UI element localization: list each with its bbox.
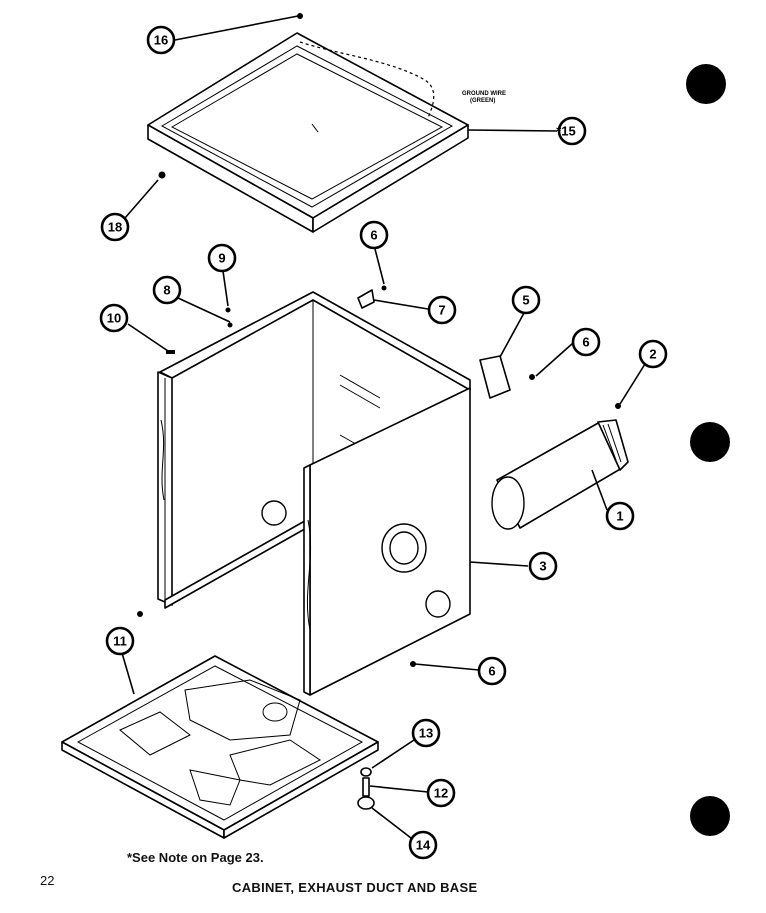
svg-text:16: 16: [154, 33, 168, 48]
base-panel: [61, 655, 379, 839]
callout-3: 3: [528, 551, 558, 581]
callout-9: 9: [207, 243, 237, 273]
svg-text:(GREEN): (GREEN): [470, 98, 495, 104]
svg-text:2: 2: [649, 347, 656, 362]
svg-text:10: 10: [107, 311, 121, 326]
bracket: [479, 355, 511, 399]
svg-text:13: 13: [419, 726, 433, 741]
svg-text:12: 12: [434, 786, 448, 801]
callout-10: 10: [99, 303, 129, 333]
binder-hole-top: [686, 64, 726, 104]
screws: [137, 13, 621, 667]
svg-text:6: 6: [488, 664, 495, 679]
callout-11: 11: [105, 626, 135, 656]
callout-8: 8: [152, 275, 182, 305]
svg-text:7: 7: [438, 303, 445, 318]
callout-6-bottom: 6: [477, 656, 507, 686]
binder-hole-bottom: [690, 796, 730, 836]
svg-text:6: 6: [370, 228, 377, 243]
callout-15: *15: [556, 116, 587, 146]
svg-text:8: 8: [163, 283, 170, 298]
page-caption: CABINET, EXHAUST DUCT AND BASE: [232, 880, 478, 895]
callout-2: 2: [638, 339, 668, 369]
callout-13: 13: [411, 718, 441, 748]
svg-text:11: 11: [113, 634, 127, 649]
svg-text:18: 18: [108, 220, 122, 235]
callout-1: 1: [605, 501, 635, 531]
exhaust-duct: [491, 419, 629, 530]
callout-6-mid: 6: [571, 327, 601, 357]
svg-text:6: 6: [582, 335, 589, 350]
top-panel: [147, 32, 469, 233]
page-number: 22: [40, 873, 55, 888]
callout-5: 5: [511, 285, 541, 315]
leader-lines: [121, 15, 646, 839]
svg-text:1: 1: [616, 509, 623, 524]
callout-14: 14: [408, 830, 438, 860]
callout-12: 12: [426, 778, 456, 808]
callout-7: 7: [427, 295, 457, 325]
callout-16: 16: [146, 25, 176, 55]
binder-hole-middle: [690, 422, 730, 462]
cabinet: [157, 291, 471, 696]
leveling-foot-hardware: [357, 767, 375, 810]
callout-18: 18: [100, 212, 130, 242]
callout-6-top: 6: [359, 220, 389, 250]
footnote: *See Note on Page 23.: [127, 850, 264, 865]
svg-text:3: 3: [539, 559, 546, 574]
svg-text:5: 5: [522, 293, 529, 308]
svg-text:14: 14: [416, 838, 431, 853]
svg-text:*15: *15: [556, 124, 576, 139]
svg-text:GROUND WIRE: GROUND WIRE: [462, 91, 506, 97]
svg-text:9: 9: [218, 251, 225, 266]
ground-wire-label: GROUND WIRE (GREEN): [462, 91, 506, 104]
